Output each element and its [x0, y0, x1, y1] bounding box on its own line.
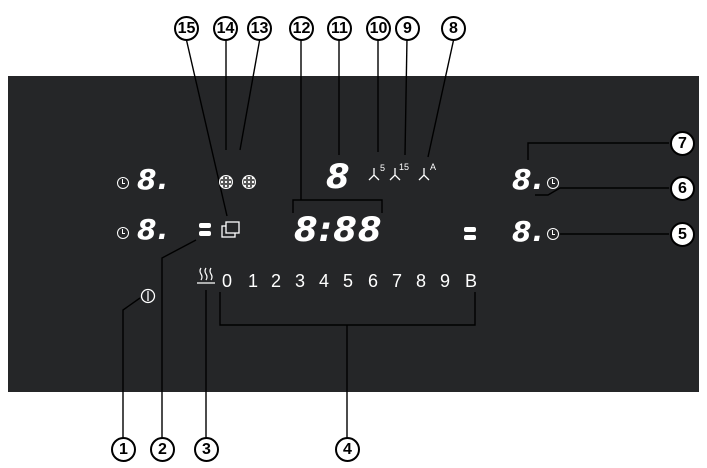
leader-line-1: [122, 297, 141, 438]
power-scale-4: 4: [319, 271, 330, 291]
callout-1: 1: [111, 437, 136, 462]
zone-indicator-right-bottom: [464, 235, 476, 240]
fan-level-auto-icon: [418, 168, 430, 181]
callout-2: 2: [150, 437, 175, 462]
power-scale-2: 2: [271, 271, 282, 291]
power-scale-8: 8: [416, 271, 427, 291]
leader-line-12-bracket: [292, 199, 383, 213]
fan-level-auto-label: A: [430, 162, 437, 172]
callout-5: 5: [670, 222, 695, 247]
power-scale-7: 7: [392, 271, 403, 291]
zone-display-right-top: 8.: [512, 163, 545, 196]
bridge-zone-icon: [221, 221, 240, 238]
callout-10: 10: [366, 16, 391, 41]
power-scale-5: 5: [343, 271, 354, 291]
leader-line-8: [427, 37, 455, 158]
fan-level-display: 8: [326, 157, 351, 197]
leader-line-4: [219, 292, 476, 326]
callout-14: 14: [213, 16, 238, 41]
fan-level-5-icon: [368, 168, 380, 181]
timer-clock-icon-left-top: [117, 177, 129, 189]
power-scale-9: 9: [440, 271, 451, 291]
leader-line-2: [161, 239, 197, 438]
callout-13: 13: [247, 16, 272, 41]
callout-11: 11: [327, 16, 352, 41]
leader-line-15: [185, 37, 228, 217]
grill-icon: [219, 175, 233, 189]
timer-clock-icon-right-top: [547, 177, 559, 189]
timer-clock-icon-right-bottom: [547, 228, 559, 240]
power-scale-3: 3: [295, 271, 306, 291]
timer-clock-icon-left-bottom: [117, 227, 129, 239]
fan-level-15-label: 15: [399, 162, 410, 172]
power-scale-0: 0: [222, 271, 233, 291]
callout-3: 3: [194, 437, 219, 462]
leader-line-9: [404, 37, 408, 156]
callout-6: 6: [670, 176, 695, 201]
callout-9: 9: [395, 16, 420, 41]
fan-level-5-label: 5: [380, 163, 386, 173]
callout-4: 4: [335, 437, 360, 462]
timer-display: 8:88: [294, 210, 383, 250]
callout-7: 7: [670, 131, 695, 156]
power-scale-6: 6: [368, 271, 379, 291]
leader-line-13: [239, 37, 261, 151]
power-scale-boost: B: [465, 271, 478, 291]
callout-12: 12: [289, 16, 314, 41]
leader-line-6: [535, 187, 669, 196]
fan-icons: [368, 168, 430, 181]
zone-display-right-bottom: 8.: [512, 215, 545, 248]
power-icon: [140, 288, 156, 304]
callout-8: 8: [441, 16, 466, 41]
zone-display-left-top: 8.: [137, 163, 170, 196]
zone-display-left-bottom: 8.: [137, 213, 170, 246]
leader-line-7: [527, 142, 669, 160]
power-scale-1: 1: [248, 271, 259, 291]
wok-icon: [242, 175, 256, 189]
zone-indicator-left-top: [199, 223, 211, 228]
zone-indicator-right-top: [464, 227, 476, 232]
fan-level-15-icon: [389, 168, 401, 181]
callout-15: 15: [174, 16, 199, 41]
keep-warm-icon: [197, 267, 215, 284]
zone-indicator-left-bottom: [199, 231, 211, 236]
